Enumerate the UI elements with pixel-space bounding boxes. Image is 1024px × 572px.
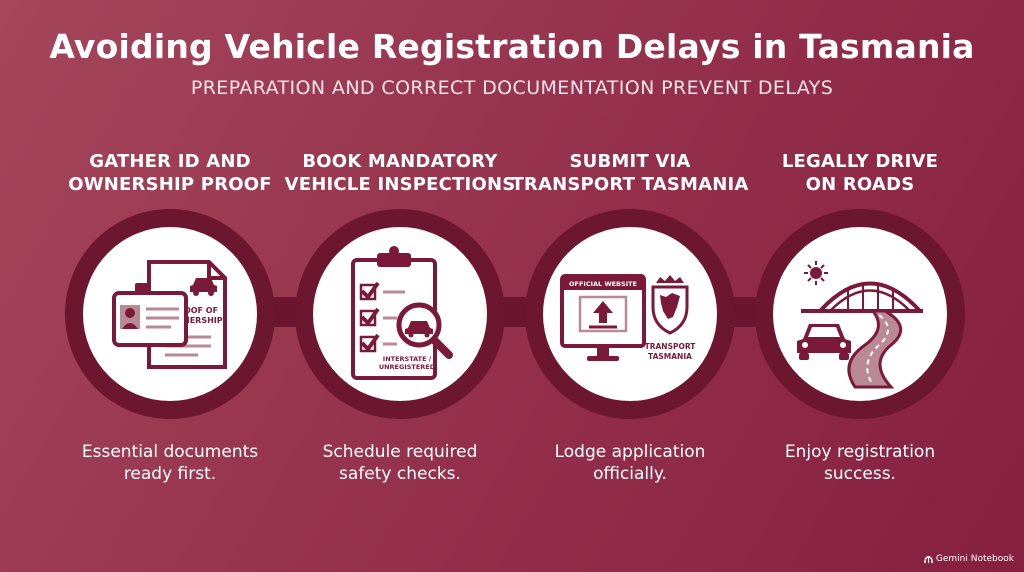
car-on-road-icon bbox=[797, 261, 923, 389]
step-ring: OFFICIAL WEBSITE TRANSPORT TASMANIA bbox=[525, 209, 735, 419]
page-subtitle: PREPARATION AND CORRECT DOCUMENTATION PR… bbox=[190, 77, 834, 99]
step-disc bbox=[773, 227, 947, 401]
step-disc: PROOF OF OWNERSHIP bbox=[83, 227, 257, 401]
svg-text:UNREGISTERED: UNREGISTERED bbox=[379, 363, 436, 371]
step-ring: INTERSTATE / UNREGISTERED bbox=[295, 209, 505, 419]
svg-text:OWNERSHIP: OWNERSHIP bbox=[167, 316, 222, 325]
inspection-clipboard-icon: INTERSTATE / UNREGISTERED bbox=[351, 246, 453, 380]
page-title: Avoiding Vehicle Registration Delays in … bbox=[49, 27, 975, 66]
step-ring bbox=[755, 209, 965, 419]
id-and-ownership-documents-icon: PROOF OF OWNERSHIP bbox=[112, 260, 227, 369]
svg-text:TASMANIA: TASMANIA bbox=[648, 352, 692, 361]
gemini-notebook-logo-icon bbox=[924, 555, 933, 563]
svg-text:INTERSTATE /: INTERSTATE / bbox=[383, 355, 432, 363]
official-website-upload-icon: OFFICIAL WEBSITE TRANSPORT TASMANIA bbox=[560, 274, 697, 361]
svg-text:PROOF OF: PROOF OF bbox=[172, 306, 218, 315]
step-disc: OFFICIAL WEBSITE TRANSPORT TASMANIA bbox=[543, 227, 717, 401]
step-ring: PROOF OF OWNERSHIP bbox=[65, 209, 275, 419]
brand-watermark: Gemini Notebook bbox=[924, 554, 1014, 564]
svg-text:TRANSPORT: TRANSPORT bbox=[645, 342, 697, 351]
step-disc: INTERSTATE / UNREGISTERED bbox=[313, 227, 487, 401]
brand-label: Gemini Notebook bbox=[935, 554, 1014, 564]
svg-text:OFFICIAL WEBSITE: OFFICIAL WEBSITE bbox=[569, 280, 637, 288]
